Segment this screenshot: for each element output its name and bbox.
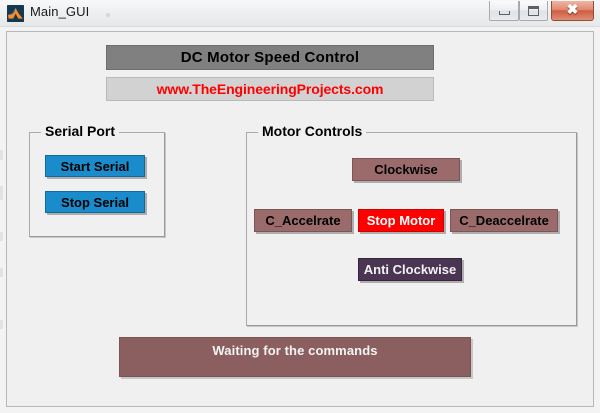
maximize-button[interactable] [519, 1, 548, 21]
background-artifact [0, 268, 3, 277]
background-artifact [0, 150, 3, 160]
close-button[interactable]: ✖ [551, 1, 594, 21]
motor-controls-panel: Motor Controls Clockwise C_Accelrate Sto… [246, 123, 577, 326]
maximize-icon [528, 5, 539, 16]
page-title-banner: DC Motor Speed Control [106, 45, 434, 70]
deaccelerate-button[interactable]: C_Deaccelrate [450, 209, 558, 232]
title-bar: Main_GUI ✖ [0, 0, 600, 27]
stop-motor-button[interactable]: Stop Motor [358, 209, 444, 232]
website-url-banner: www.TheEngineeringProjects.com [106, 77, 434, 101]
background-artifact [0, 320, 3, 329]
title-bar-dot [106, 13, 110, 17]
minimize-icon [498, 11, 510, 15]
matlab-icon [7, 5, 24, 22]
serial-port-panel-label: Serial Port [41, 123, 120, 139]
anti-clockwise-button[interactable]: Anti Clockwise [358, 258, 462, 281]
window-title: Main_GUI [30, 4, 90, 19]
figure-client-area: DC Motor Speed Control www.TheEngineerin… [6, 31, 594, 407]
accelerate-button[interactable]: C_Accelrate [254, 209, 352, 232]
motor-controls-panel-label: Motor Controls [258, 123, 367, 139]
background-artifact [0, 232, 3, 241]
status-message-box: Waiting for the commands [119, 337, 471, 377]
clockwise-button[interactable]: Clockwise [352, 158, 460, 181]
start-serial-button[interactable]: Start Serial [45, 155, 145, 177]
minimize-button[interactable] [489, 1, 519, 21]
stop-serial-button[interactable]: Stop Serial [45, 191, 145, 213]
background-artifact [0, 186, 3, 200]
close-icon: ✖ [566, 2, 579, 18]
serial-port-panel: Serial Port Start Serial Stop Serial [29, 123, 165, 237]
